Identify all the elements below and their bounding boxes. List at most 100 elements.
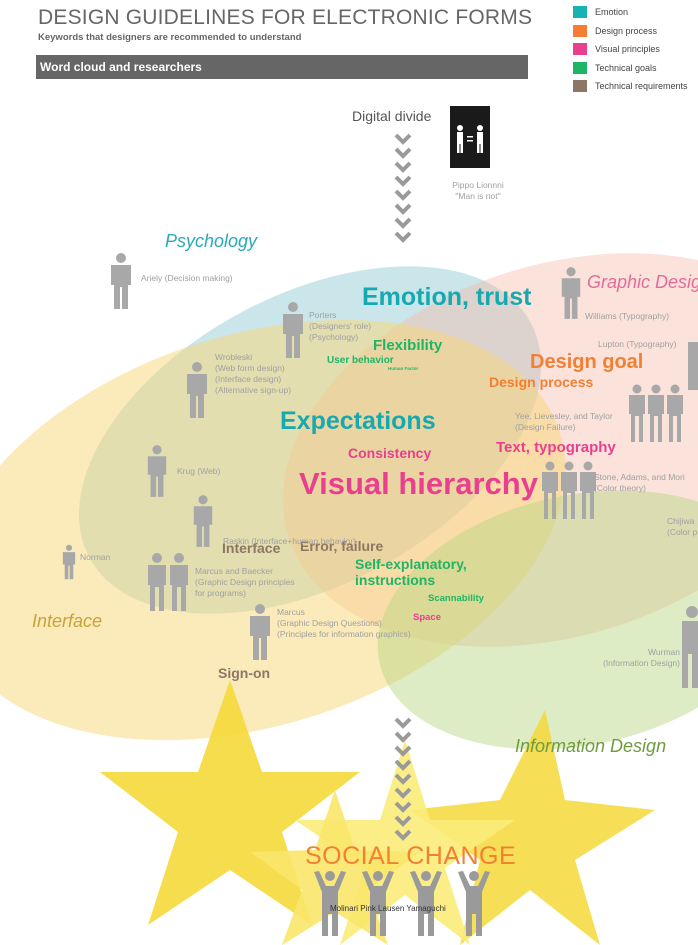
man-equals-man-icon (450, 106, 490, 168)
researcher-stone: Stone, Adams, and Mori (Color theory) (594, 472, 685, 494)
name-line: Yee, Lievesley, and Taylor (515, 411, 613, 421)
name-line: (Principles for information graphics) (277, 629, 411, 639)
name-line: Marcus and Baecker (195, 566, 273, 576)
name-molinari: Molinari (330, 904, 359, 913)
researcher-icon (682, 606, 698, 688)
researchers-group-icon (542, 461, 596, 519)
area-label-information-design: Information Design (515, 736, 667, 756)
name-line: (Graphic Design Questions) (277, 618, 382, 628)
researcher-marcus-baecker: Marcus and Baecker (Graphic Design princ… (195, 566, 295, 599)
researcher-icon (561, 267, 581, 319)
caption-line: "Man is not" (455, 191, 501, 201)
researcher-icon (283, 302, 303, 358)
name-line: (Information Design) (602, 658, 680, 668)
social-change-stars (100, 680, 655, 945)
researcher-icon (111, 253, 131, 309)
legend-swatch (573, 80, 587, 92)
name-line: for programs) (195, 588, 247, 598)
researcher-wrobleski: Wrobleski (Web form design) (Interface d… (215, 352, 291, 396)
digital-divide-caption: Pippo Lionnni "Man is not" (448, 180, 508, 202)
name-line: Wurman (648, 647, 680, 657)
legend-label: Design process (595, 25, 658, 36)
name-line: (Color p (667, 527, 698, 537)
area-label-interface: Interface (32, 611, 103, 631)
interface-area (0, 319, 566, 741)
name-line: Wrobleski (215, 352, 253, 362)
keyword-error-failure: Error, failure (300, 538, 384, 554)
keyword-flexibility: Flexibility (373, 337, 443, 354)
social-change-label: SOCIAL CHANGE (305, 842, 517, 870)
chevron-down-icon (394, 133, 412, 243)
legend-swatch (573, 6, 587, 18)
researcher-williams: Williams (Typography) (585, 311, 670, 321)
researcher-raskin: Raskin (Interface+human behavior) (223, 536, 356, 546)
researcher-icon (147, 445, 167, 497)
keyword-interface: Interface (222, 540, 281, 556)
researcher-chijiwa: Chijiwa (Color p (667, 516, 697, 538)
caption-line: Pippo Lionnni (452, 180, 504, 190)
name-line: Chijiwa (667, 516, 695, 526)
section-bar: Word cloud and researchers (36, 55, 528, 79)
legend-swatch (573, 61, 587, 74)
name-lausen: Lausen (378, 904, 405, 913)
keyword-text-typography: Text, typography (496, 439, 616, 456)
name-line: (Designers' role) (309, 321, 372, 331)
keyword-user-behavior: User behavior (327, 355, 394, 366)
name-yamaguchi: Yamaguchi (406, 904, 446, 913)
information-design-area (377, 490, 698, 750)
page-subtitle: Keywords that designers are recommended … (38, 32, 302, 43)
researcher-porters: Porters (Designers' role) (Psychology) (309, 310, 371, 343)
keyword-line: instructions (355, 572, 436, 588)
name-line: Stone, Adams, and Mori (594, 472, 685, 482)
keyword-self-explanatory: Self-explanatory, instructions (355, 556, 467, 588)
digital-divide-label: Digital divide (352, 108, 432, 124)
keyword-human-factor: Human Factor (388, 366, 419, 371)
name-pink: Pink (360, 904, 376, 913)
researchers-group-icon (629, 384, 683, 442)
legend-label: Technical goals (595, 62, 657, 73)
legend-label: Visual principles (595, 44, 660, 54)
area-label-graphic-design: Graphic Design (587, 272, 698, 292)
researcher-icon (193, 495, 213, 547)
section-bar-label: Word cloud and researchers (40, 60, 202, 74)
social-change-names: Molinari Pink Lausen Yamaguchi (330, 904, 446, 913)
researchers-pair-icon (148, 553, 188, 611)
researcher-lupton: Lupton (Typography) (598, 339, 677, 349)
name-line: (Interface design) (215, 374, 282, 384)
keyword-space: Space (413, 612, 441, 623)
name-line: (Alternative sign-up) (215, 385, 292, 395)
keyword-expectations: Expectations (280, 407, 436, 435)
researcher-icon (250, 604, 270, 660)
name-line: (Psychology) (309, 332, 359, 342)
page-title: DESIGN GUIDELINES FOR ELECTRONIC FORMS (38, 6, 533, 29)
name-line: (Color theory) (594, 483, 646, 493)
researcher-krug: Krug (Web) (177, 466, 221, 476)
researcher-marcus: Marcus (Graphic Design Questions) (Princ… (277, 607, 411, 640)
name-line: (Design Failure) (515, 422, 576, 432)
name-line: Porters (309, 310, 337, 320)
name-line: (Graphic Design principles (195, 577, 295, 587)
keyword-emotion-trust: Emotion, trust (362, 283, 532, 311)
name-line: (Web form design) (215, 363, 285, 373)
keyword-sign-on: Sign-on (218, 665, 271, 681)
researcher-icon (187, 362, 207, 418)
cheering-people-icon (314, 871, 490, 936)
researcher-ariely: Ariely (Decision making) (141, 273, 233, 283)
researcher-icon (62, 544, 76, 580)
keyword-design-process: Design process (489, 374, 594, 390)
keyword-design-goal: Design goal (530, 351, 644, 373)
keyword-line: Self-explanatory, (355, 556, 467, 572)
researcher-norman: Norman (80, 552, 111, 562)
name-line: Marcus (277, 607, 305, 617)
researcher-icon (688, 342, 698, 390)
area-label-psychology: Psychology (165, 231, 258, 251)
legend-label: Emotion (595, 7, 629, 17)
chevron-down-icon (394, 717, 412, 841)
keyword-scannability: Scannability (428, 593, 484, 604)
researcher-wurman: Wurman (Information Design) (580, 647, 680, 669)
legend-label: Technical requirements (595, 81, 688, 91)
keyword-consistency: Consistency (348, 445, 432, 461)
legend-swatch (573, 24, 587, 37)
